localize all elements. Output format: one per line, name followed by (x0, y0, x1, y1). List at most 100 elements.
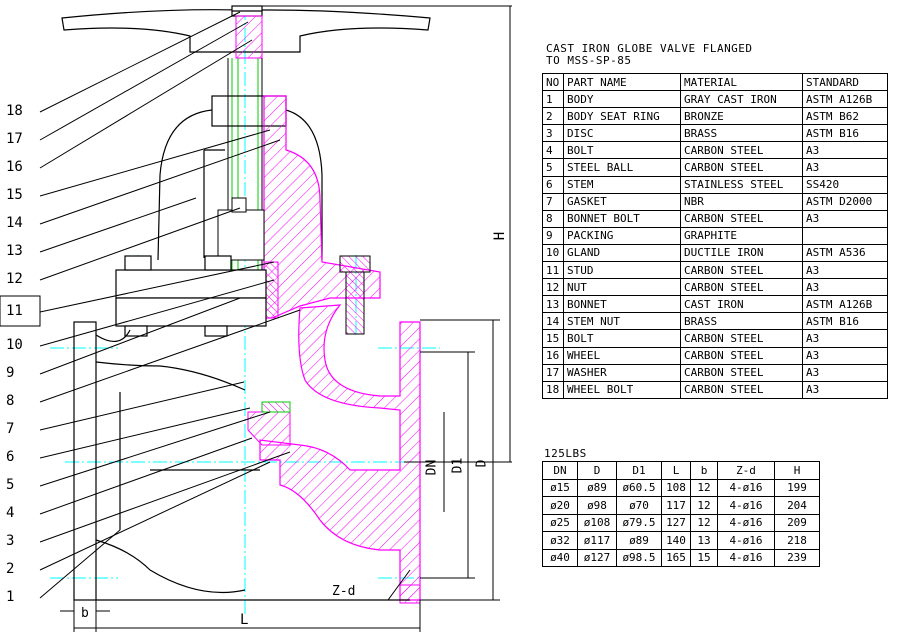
parts-cell: 6 (542, 175, 564, 194)
parts-cell: WHEEL (563, 346, 681, 365)
parts-cell: ASTM A126B (802, 295, 888, 314)
callout-number: 2 (6, 561, 15, 577)
dims-cell: 127 (661, 513, 691, 532)
parts-cell: A3 (802, 278, 888, 297)
parts-cell: ASTM B16 (802, 124, 888, 143)
parts-cell: STEM NUT (563, 312, 681, 331)
parts-cell: A3 (802, 209, 888, 228)
dims-cell: 199 (774, 478, 820, 497)
dim-label-h: H (492, 231, 509, 241)
parts-cell: NO (542, 72, 564, 92)
dim-label-d1: D1 (450, 457, 466, 474)
dim-label-l: L (240, 612, 249, 628)
parts-cell: 11 (542, 261, 564, 280)
bonnet-section (263, 95, 381, 319)
dims-cell: 108 (661, 478, 691, 497)
dims-cell: 209 (774, 513, 820, 532)
dims-cell: ø98.5 (616, 548, 662, 567)
callout-number: 17 (6, 131, 23, 147)
dims-cell: D (577, 461, 617, 480)
parts-cell: 7 (542, 192, 564, 211)
parts-cell: ASTM B62 (802, 107, 888, 126)
parts-cell: 10 (542, 243, 564, 263)
parts-cell: STEM (563, 175, 681, 194)
parts-cell: STEEL BALL (563, 158, 681, 177)
dims-cell: ø108 (577, 513, 617, 532)
callout-number: 16 (6, 159, 23, 175)
dims-cell: Z-d (717, 461, 775, 480)
bonnet-bolt-right (339, 255, 371, 335)
parts-cell: 12 (542, 278, 564, 297)
parts-cell: A3 (802, 380, 888, 399)
parts-cell: GLAND (563, 243, 681, 263)
callout-number: 14 (6, 215, 23, 231)
dims-title: 125LBS (544, 447, 587, 460)
parts-cell: CARBON STEEL (680, 278, 803, 297)
callout-number: 1 (6, 589, 15, 605)
parts-cell: ASTM B16 (802, 312, 888, 331)
title-line-2: TO MSS-SP-85 (546, 54, 632, 67)
dims-cell: 140 (661, 531, 691, 550)
dims-cell: 12 (690, 513, 718, 532)
parts-cell: ASTM A126B (802, 90, 888, 109)
parts-cell: A3 (802, 158, 888, 177)
parts-cell: A3 (802, 261, 888, 280)
parts-cell: CARBON STEEL (680, 141, 803, 160)
parts-cell: MATERIAL (680, 72, 803, 92)
dims-cell: ø15 (542, 478, 578, 497)
dims-cell: 12 (690, 478, 718, 497)
parts-cell: BRASS (680, 124, 803, 143)
parts-cell: A3 (802, 346, 888, 365)
parts-cell: BONNET BOLT (563, 209, 681, 228)
parts-cell: GRAY CAST IRON (680, 90, 803, 109)
parts-cell: ASTM A536 (802, 243, 888, 263)
callout-leaders (0, 11, 301, 599)
dims-cell: D1 (616, 461, 662, 480)
bonnet-flange (115, 255, 267, 337)
parts-cell: BRONZE (680, 107, 803, 126)
dims-cell: ø89 (577, 478, 617, 497)
callout-number: 18 (6, 103, 23, 119)
dims-cell: b (690, 461, 718, 480)
callout-number: 12 (6, 271, 23, 287)
parts-cell: CARBON STEEL (680, 158, 803, 177)
callout-number: 5 (6, 477, 15, 493)
dims-cell: ø127 (577, 548, 617, 567)
dims-cell: ø60.5 (616, 478, 662, 497)
callout-number: 6 (6, 449, 15, 465)
parts-cell: 8 (542, 209, 564, 228)
dims-cell: ø89 (616, 531, 662, 550)
parts-cell: NUT (563, 278, 681, 297)
parts-cell: PACKING (563, 226, 681, 245)
title-line-1: CAST IRON GLOBE VALVE FLANGED (546, 42, 753, 55)
steel-ball (261, 401, 291, 413)
dims-cell: 13 (690, 531, 718, 550)
parts-cell: BRASS (680, 312, 803, 331)
parts-cell: CARBON STEEL (680, 346, 803, 365)
parts-cell: ASTM D2000 (802, 192, 888, 211)
callout-number: 7 (6, 421, 15, 437)
callout-number: 4 (6, 505, 15, 521)
parts-cell: BOLT (563, 329, 681, 348)
parts-cell: BOLT (563, 141, 681, 160)
dims-cell: ø70 (616, 496, 662, 515)
dim-label-d: D (474, 459, 490, 468)
parts-cell: 18 (542, 380, 564, 399)
parts-cell: 5 (542, 158, 564, 177)
yoke (157, 95, 323, 261)
